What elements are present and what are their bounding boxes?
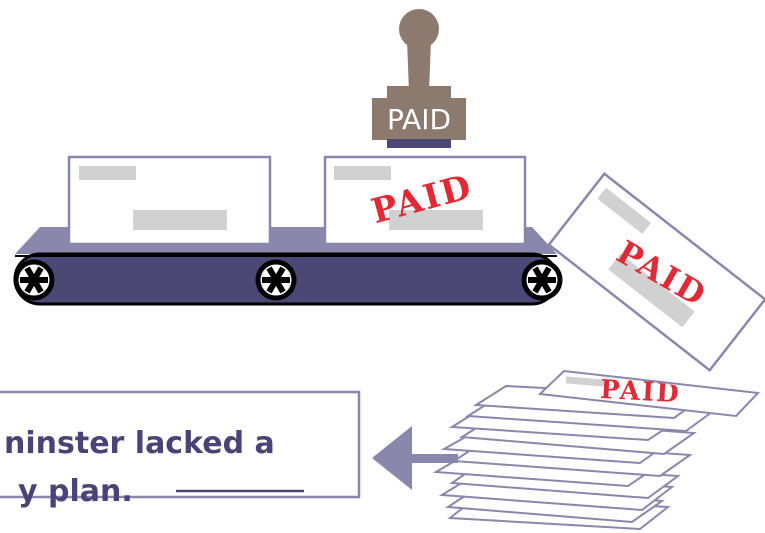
callout-line-2: y plan. [18, 474, 133, 509]
invoice-document-falling: PAID [549, 174, 765, 371]
invoice-document [69, 157, 270, 244]
wheel-icon [258, 262, 294, 298]
wheel-icon [524, 262, 560, 298]
arrow-left-icon [372, 426, 458, 490]
callout-box: ninster lacked a y plan. [0, 392, 359, 509]
callout-line-1: ninster lacked a [4, 426, 275, 461]
wheel-icon [16, 262, 52, 298]
rubber-stamp-icon: PAID [372, 9, 466, 148]
invoice-pile [436, 371, 758, 529]
stamp-label: PAID [387, 103, 451, 136]
invoice-document-stamped: PAID [325, 157, 525, 244]
